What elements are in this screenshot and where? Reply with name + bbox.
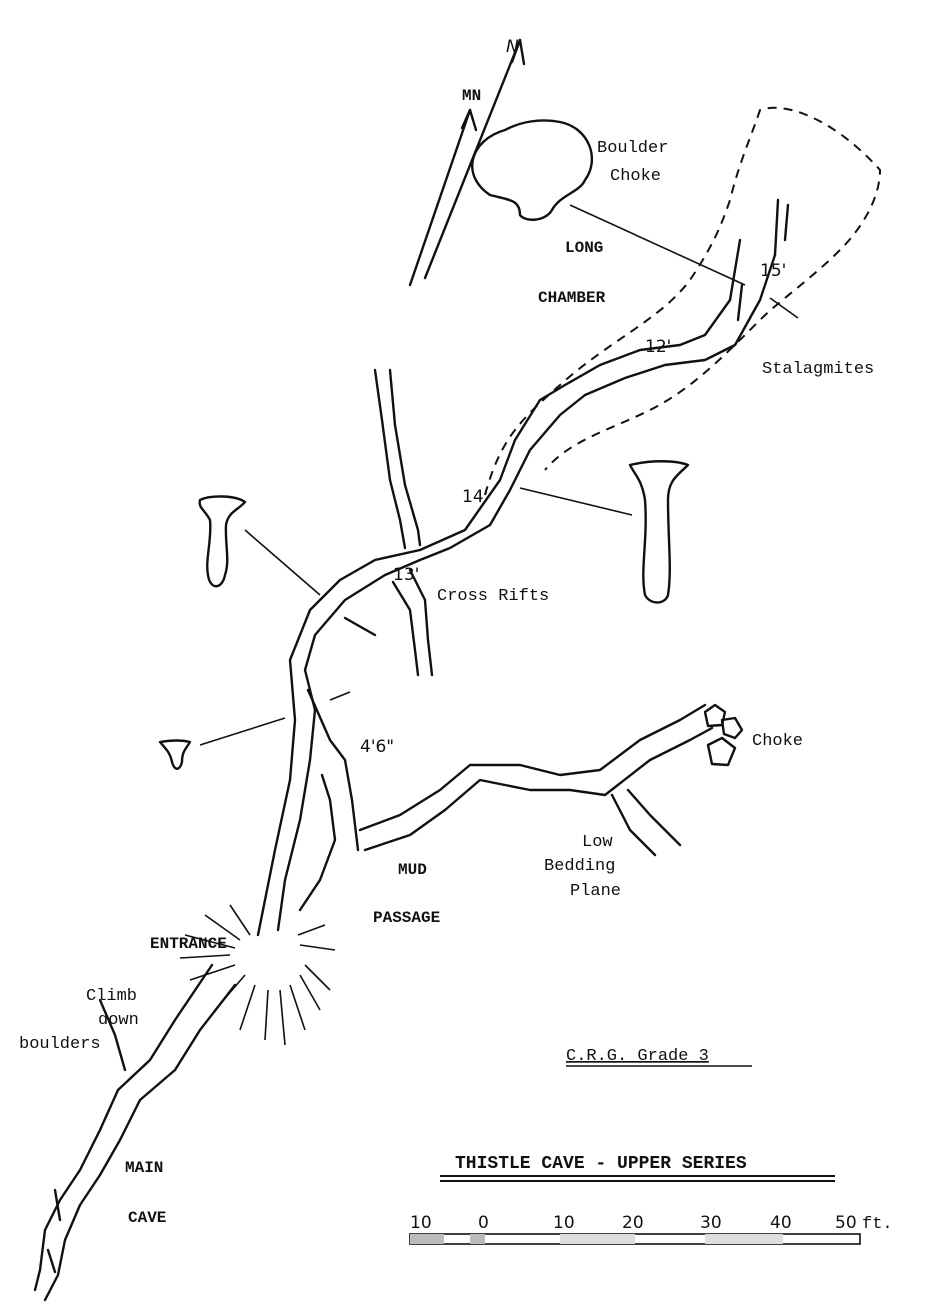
cross-section-right xyxy=(628,460,690,604)
climb-down-label-2: down xyxy=(98,1011,139,1030)
long-chamber-label-1: LONG xyxy=(565,239,603,257)
cross-rift-south xyxy=(391,568,434,677)
boulder-choke-label-1: Boulder xyxy=(597,139,668,158)
long-chamber-passage-end xyxy=(773,198,790,257)
depth-13: 13' xyxy=(393,565,419,585)
main-passage-wall-east xyxy=(276,253,777,932)
scale-tick-6: 40 xyxy=(770,1213,792,1233)
scale-tick-3: 10 xyxy=(553,1213,575,1233)
cross-rift-arrow xyxy=(343,616,377,637)
stalagmites-marker xyxy=(769,297,799,319)
choke-rocks xyxy=(703,703,744,767)
cross-section-small xyxy=(158,739,192,770)
entrance-symbol xyxy=(179,904,336,1046)
cross-rifts-label: Cross Rifts xyxy=(437,587,549,606)
mud-passage-branch xyxy=(298,688,360,912)
boulder-choke-label-2: Choke xyxy=(610,167,661,186)
mud-passage-label-2: PASSAGE xyxy=(373,909,440,927)
low-bedding-plane-branch xyxy=(610,788,682,857)
mud-passage-label-1: MUD xyxy=(398,861,427,879)
main-passage-wall-west xyxy=(256,238,742,937)
true-north-label: N xyxy=(506,37,519,57)
low-bedding-label-2: Bedding xyxy=(544,857,615,876)
depth-14: 14' xyxy=(462,487,488,507)
low-bedding-label-3: Plane xyxy=(570,882,621,901)
north-arrow: MN N xyxy=(408,37,526,287)
scale-tick-4: 20 xyxy=(622,1213,644,1233)
main-cave-label-1: MAIN xyxy=(125,1159,163,1177)
depth-12: 12' xyxy=(645,337,671,357)
cross-section-left xyxy=(198,495,247,588)
depth-15: 15' xyxy=(760,261,786,281)
depth-4-6: 4'6" xyxy=(360,737,394,757)
climb-down-label-3: boulders xyxy=(19,1035,101,1054)
section-right-leader xyxy=(519,487,633,516)
main-cave-arrows xyxy=(46,1188,62,1274)
climb-down-marker xyxy=(98,998,127,1072)
scale-tick-7: 50 xyxy=(835,1213,857,1233)
section-left-leader xyxy=(244,529,321,596)
scale-bar: 10 0 10 20 30 40 50 ft. xyxy=(409,1213,893,1245)
section-small-leader xyxy=(199,717,286,746)
climb-down-label-1: Climb xyxy=(86,987,137,1006)
scale-tick-2: 0 xyxy=(478,1213,489,1233)
cross-rift-north xyxy=(373,368,422,550)
stalagmites-label: Stalagmites xyxy=(762,360,874,379)
entrance-label: ENTRANCE xyxy=(150,935,227,953)
passage-arrow-upper xyxy=(736,283,744,322)
map-title: THISTLE CAVE - UPPER SERIES xyxy=(455,1154,747,1174)
scale-tick-5: 30 xyxy=(700,1213,722,1233)
choke-label: Choke xyxy=(752,732,803,751)
low-bedding-label-1: Low xyxy=(582,833,613,852)
boulder-choke-leader xyxy=(569,204,746,286)
scale-tick-1: 10 xyxy=(410,1213,432,1233)
scale-unit: ft. xyxy=(862,1215,893,1234)
boulder-choke-section xyxy=(471,119,594,221)
magnetic-north-label: MN xyxy=(462,87,481,105)
section-small-tick xyxy=(329,691,351,701)
mud-passage-wall xyxy=(358,703,714,852)
main-cave-label-2: CAVE xyxy=(128,1209,166,1227)
main-cave-passage xyxy=(33,963,237,1302)
grade-label: C.R.G. Grade 3 xyxy=(566,1047,709,1066)
long-chamber-label-2: CHAMBER xyxy=(538,289,606,307)
